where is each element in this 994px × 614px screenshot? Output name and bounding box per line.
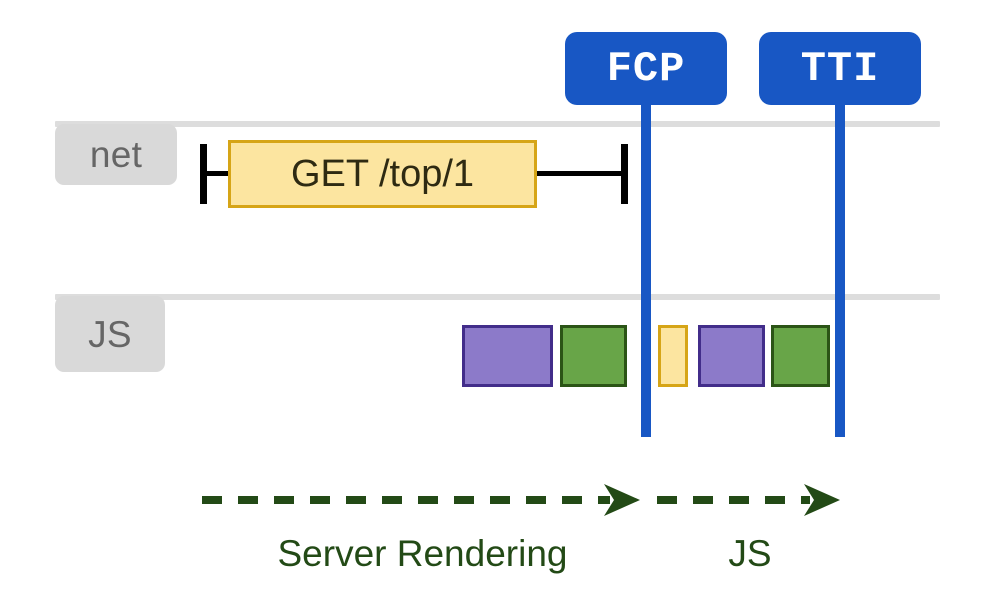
js-track-rail	[55, 294, 940, 300]
marker-line-tti	[835, 100, 845, 437]
phase-arrow-server-rendering	[202, 484, 640, 516]
phase-label-js: JS	[728, 533, 772, 574]
request-bar-label: GET /top/1	[290, 153, 475, 195]
js-task-block[interactable]	[560, 325, 627, 387]
phase-arrow-js	[657, 484, 840, 516]
marker-badge-fcp[interactable]: FCP	[565, 32, 727, 105]
row-label-js-text: JS	[88, 313, 132, 355]
marker-line-fcp	[641, 100, 651, 437]
js-task-block[interactable]	[462, 325, 553, 387]
request-bar-get-top-1[interactable]: GET /top/1	[228, 140, 537, 208]
marker-badge-tti-label: TTI	[800, 44, 880, 93]
js-task-block[interactable]	[658, 325, 688, 387]
row-label-js: JS	[55, 296, 165, 372]
js-task-block[interactable]	[698, 325, 765, 387]
request-end-cap	[621, 144, 628, 204]
net-track-rail	[55, 121, 940, 127]
row-label-net-text: net	[89, 134, 143, 175]
marker-badge-fcp-label: FCP	[606, 44, 686, 93]
row-label-net: net	[55, 124, 177, 185]
phase-label-server-rendering: Server Rendering	[277, 533, 568, 574]
js-task-block[interactable]	[771, 325, 830, 387]
marker-badge-tti[interactable]: TTI	[759, 32, 921, 105]
